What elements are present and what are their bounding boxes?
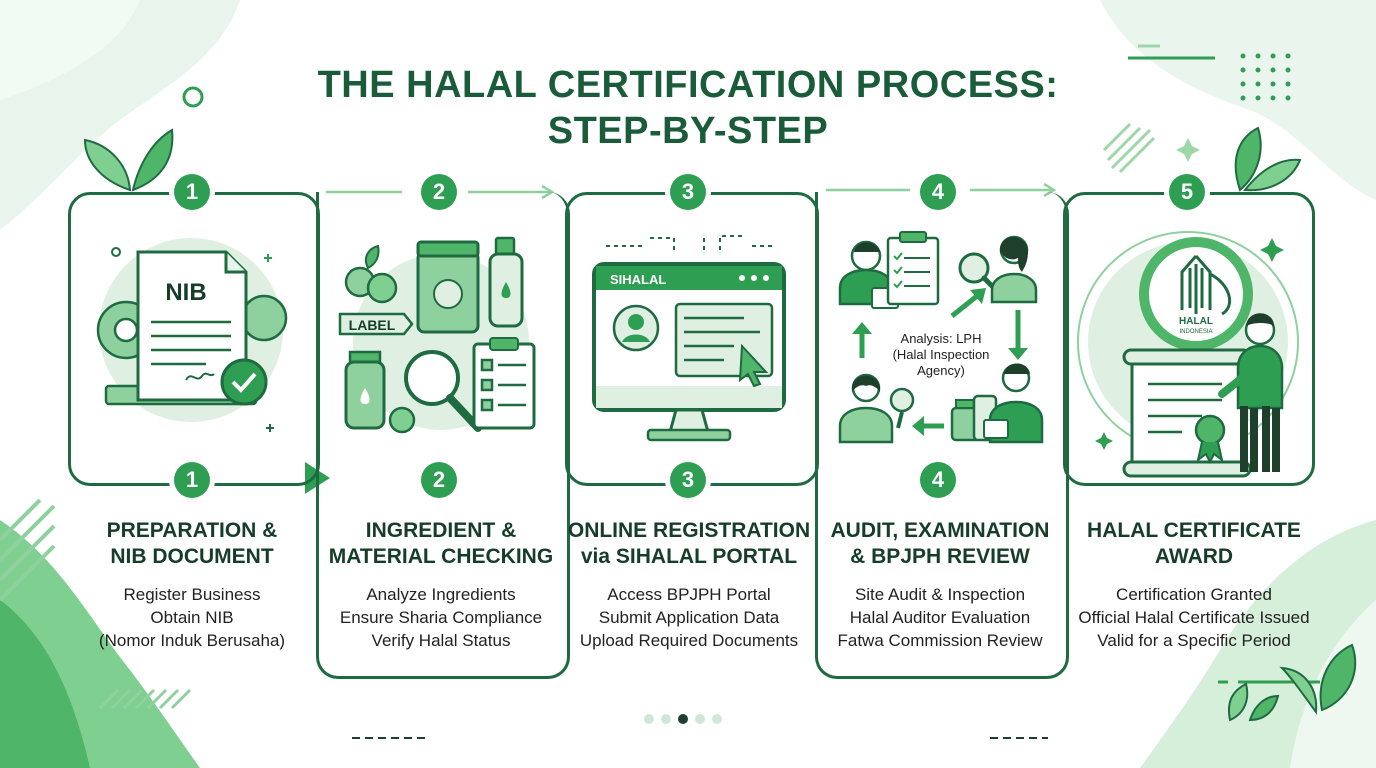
step-1-line-3: (Nomor Induk Berusaha) xyxy=(98,631,286,650)
nib-document-illustration: NIB xyxy=(96,238,288,432)
bag-icon xyxy=(416,240,480,334)
step-1-badge-top: 1 xyxy=(174,174,210,210)
seal-halal-text: HALAL xyxy=(1179,316,1213,327)
seal-sub-text: INDONESIA xyxy=(1179,329,1212,335)
step-2-title-line-1: INGREDIENT & xyxy=(365,519,517,542)
jar-icon xyxy=(344,350,386,430)
analysis-line-1: Analysis: LPH xyxy=(900,331,982,346)
ingredients-illustration: LABEL xyxy=(338,236,536,434)
step-3-title-line-2: via SIHALAL PORTAL xyxy=(580,545,798,568)
step-4-badge-top: 4 xyxy=(920,174,956,210)
lph-analysis-label: Analysis: LPH (Halal Inspection Agency) xyxy=(866,331,1016,379)
nib-doc-label: NIB xyxy=(165,279,206,306)
step-2-badge-bottom: 2 xyxy=(421,462,457,498)
certificate-award-illustration: HALAL INDONESIA xyxy=(1077,231,1299,478)
step-4-line-3: Fatwa Commission Review xyxy=(837,631,1043,650)
step-2-line-1: Analyze Ingredients xyxy=(366,585,516,604)
audit-review-illustration xyxy=(838,231,1044,444)
step-4-title-line-2: & BPJPH REVIEW xyxy=(850,545,1030,568)
step-2-line-2: Ensure Sharia Compliance xyxy=(339,608,543,627)
step-5-line-1: Certification Granted xyxy=(1116,585,1272,604)
step-4-card xyxy=(815,192,1069,679)
step-1-line-1: Register Business xyxy=(123,585,261,604)
step-2-badge-top: 2 xyxy=(421,174,457,210)
product-jars-icon xyxy=(950,394,998,442)
page-title: THE HALAL CERTIFICATION PROCESS: STEP-BY… xyxy=(0,62,1376,154)
step-3-badge-bottom: 3 xyxy=(670,462,706,498)
step-2-card xyxy=(316,192,570,679)
step-3-line-3: Upload Required Documents xyxy=(579,631,799,650)
title-line-1: THE HALAL CERTIFICATION PROCESS: xyxy=(317,64,1059,106)
step-1-title-line-2: NIB DOCUMENT xyxy=(110,545,274,568)
recipient-man-icon xyxy=(1218,313,1284,472)
analysis-line-2: (Halal Inspection xyxy=(892,347,990,362)
step-2-title: INGREDIENT & MATERIAL CHECKING xyxy=(316,518,566,570)
step-5-title-line-2: AWARD xyxy=(1154,545,1234,568)
step-4-line-2: Halal Auditor Evaluation xyxy=(849,608,1031,627)
sihalal-screen-label: SIHALAL xyxy=(610,272,666,287)
pagination-dots xyxy=(644,711,729,729)
step-5-title-line-1: HALAL CERTIFICATE xyxy=(1087,519,1301,542)
step-2-description: Analyze Ingredients Ensure Sharia Compli… xyxy=(316,583,566,652)
inspector-woman-icon xyxy=(838,373,915,444)
step-4-line-1: Site Audit & Inspection xyxy=(854,585,1026,604)
step-3-badge-top: 3 xyxy=(670,174,706,210)
step-5-badge-top: 5 xyxy=(1169,174,1205,210)
title-line-2: STEP-BY-STEP xyxy=(547,110,829,152)
step-5-title: HALAL CERTIFICATE AWARD xyxy=(1069,518,1319,570)
page-dot[interactable] xyxy=(661,714,671,724)
check-badge-icon xyxy=(220,358,268,406)
step-1-title-line-1: PREPARATION & xyxy=(106,519,278,542)
label-tag-text: LABEL xyxy=(349,317,396,333)
auditor-woman-icon xyxy=(990,235,1038,304)
step-1-title: PREPARATION & NIB DOCUMENT xyxy=(67,518,317,570)
step-3-title: ONLINE REGISTRATION via SIHALAL PORTAL xyxy=(564,518,814,570)
page-dot[interactable] xyxy=(695,714,705,724)
step-1-description: Register Business Obtain NIB (Nomor Indu… xyxy=(67,583,317,652)
step-2-line-3: Verify Halal Status xyxy=(371,631,511,650)
sihalal-computer-illustration: SIHALAL xyxy=(592,235,786,442)
step-1-line-2: Obtain NIB xyxy=(150,608,234,627)
user-profile-icon xyxy=(612,304,660,352)
step-4-badge-bottom: 4 xyxy=(920,462,956,498)
step-3-title-line-1: ONLINE REGISTRATION xyxy=(567,519,811,542)
step-1-badge-bottom: 1 xyxy=(174,462,210,498)
step-3-line-2: Submit Application Data xyxy=(598,608,780,627)
analysis-line-3: Agency) xyxy=(917,363,965,378)
fruit-icon xyxy=(344,244,398,304)
checklist-icon xyxy=(472,337,536,430)
cursor-icon xyxy=(738,343,769,388)
clipboard-icon xyxy=(886,231,940,306)
step-2-title-line-2: MATERIAL CHECKING xyxy=(328,545,554,568)
page-dot[interactable] xyxy=(712,714,722,724)
step-4-title: AUDIT, EXAMINATION & BPJPH REVIEW xyxy=(815,518,1065,570)
step-4-description: Site Audit & Inspection Halal Auditor Ev… xyxy=(815,583,1065,652)
page-dot-active[interactable] xyxy=(678,714,688,724)
halal-seal-icon: HALAL INDONESIA xyxy=(1139,237,1253,351)
page-dot[interactable] xyxy=(644,714,654,724)
step-5-line-2: Official Halal Certificate Issued xyxy=(1078,608,1310,627)
inspector-man-icon xyxy=(983,363,1044,444)
step-5-line-3: Valid for a Specific Period xyxy=(1097,631,1291,650)
label-tag-icon: LABEL xyxy=(338,312,414,336)
step-3-line-1: Access BPJPH Portal xyxy=(607,585,771,604)
step-5-description: Certification Granted Official Halal Cer… xyxy=(1069,583,1319,652)
step-4-title-line-1: AUDIT, EXAMINATION xyxy=(830,519,1050,542)
bottle-icon xyxy=(488,236,524,328)
step-3-description: Access BPJPH Portal Submit Application D… xyxy=(564,583,814,652)
scroll-certificate-icon xyxy=(1122,348,1252,478)
